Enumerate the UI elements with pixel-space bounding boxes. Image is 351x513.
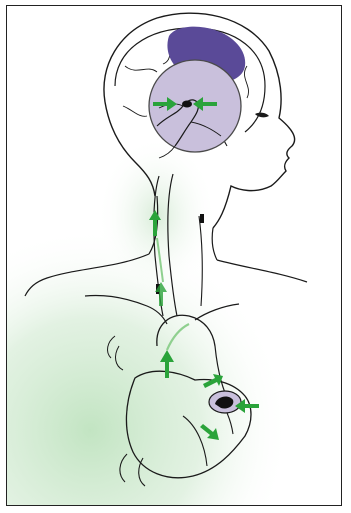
embolic-stroke-illustration xyxy=(7,6,341,505)
eye xyxy=(255,113,269,118)
clot-in-vein xyxy=(200,214,204,223)
illustration-frame xyxy=(6,5,342,506)
lodged-clot xyxy=(182,101,192,108)
